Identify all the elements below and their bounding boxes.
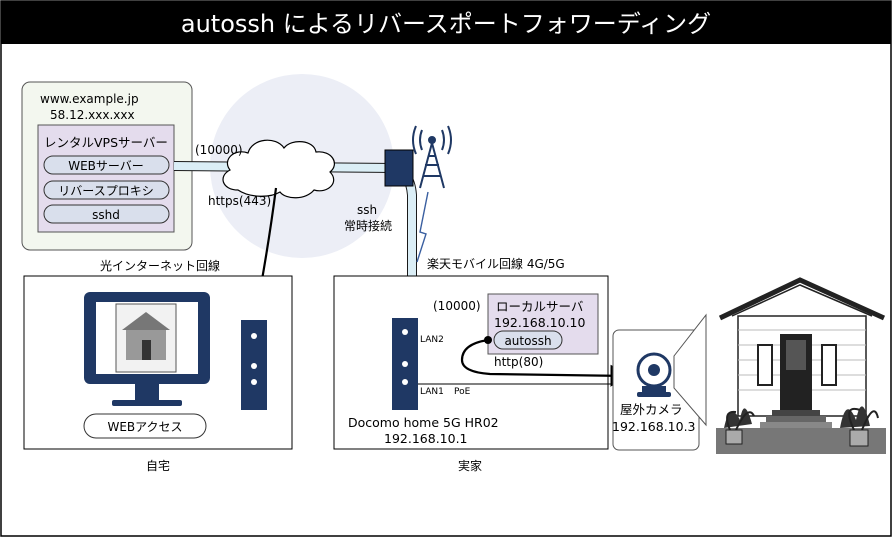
web-access-label: WEBアクセス [107,420,182,434]
local-port-label: (10000) [433,299,481,313]
cell-tower-icon [412,125,452,189]
server-host: www.example.jp [40,92,139,106]
service-pill [43,180,170,200]
ssh-sub-label: 常時接続 [344,218,392,233]
wireless-link-icon [416,191,429,263]
autossh-label: autossh [504,334,551,348]
fiber-line-label: 光インターネット回線 [100,258,220,273]
mobile-base-unit [384,149,414,187]
docomo-router-icon [392,318,418,410]
local-server-box: ローカルサーバ 192.168.10.10 autossh [487,293,599,355]
service-pill [43,155,170,175]
monitor-icon [84,292,210,406]
parents-home-label: 実家 [458,458,482,473]
vps-label: レンタルVPSサーバー [44,135,168,150]
http-arrow [460,338,633,387]
service-sshd: sshd [92,208,120,222]
port-lan2-label: LAN2 [420,335,444,345]
local-server-ip: 192.168.10.10 [494,315,585,330]
camera-icon [636,352,672,397]
remote-port-label: (10000) [195,143,243,157]
mobile-line-label: 楽天モバイル回線 4G/5G [427,256,565,271]
camera-ip: 192.168.10.3 [612,419,696,434]
title-bar: autossh によるリバースポートフォワーディング [1,1,891,44]
port-poe-label: PoE [454,387,471,397]
home-router-icon [241,320,267,410]
http-label: http(80) [494,355,543,369]
autossh-pill [493,330,563,350]
port-lan1-label: LAN1 [420,387,444,397]
camera-label: 屋外カメラ [620,402,683,417]
service-reverse-proxy: リバースプロキシ [58,184,153,198]
house-illustration [716,277,886,454]
service-pill [43,204,170,224]
page-title: autossh によるリバースポートフォワーディング [181,10,711,38]
https-label: https(443) [208,194,271,208]
home-label: 自宅 [146,458,170,473]
vps-server-box: www.example.jp 58.12.xxx.xxx レンタルVPSサーバー… [21,81,193,251]
local-server-label: ローカルサーバ [496,299,583,314]
router-ip: 192.168.10.1 [384,431,468,446]
web-access-pill [83,413,207,439]
camera-view-cone [673,313,707,427]
service-web-server: WEBサーバー [68,159,144,173]
parents-home-box: 楽天モバイル回線 4G/5G 実家 [333,256,609,473]
server-ip: 58.12.xxx.xxx [50,108,135,122]
router-name: Docomo home 5G HR02 [348,415,499,430]
internet-cloud-icon [222,139,335,199]
ssh-label: ssh [357,203,377,217]
